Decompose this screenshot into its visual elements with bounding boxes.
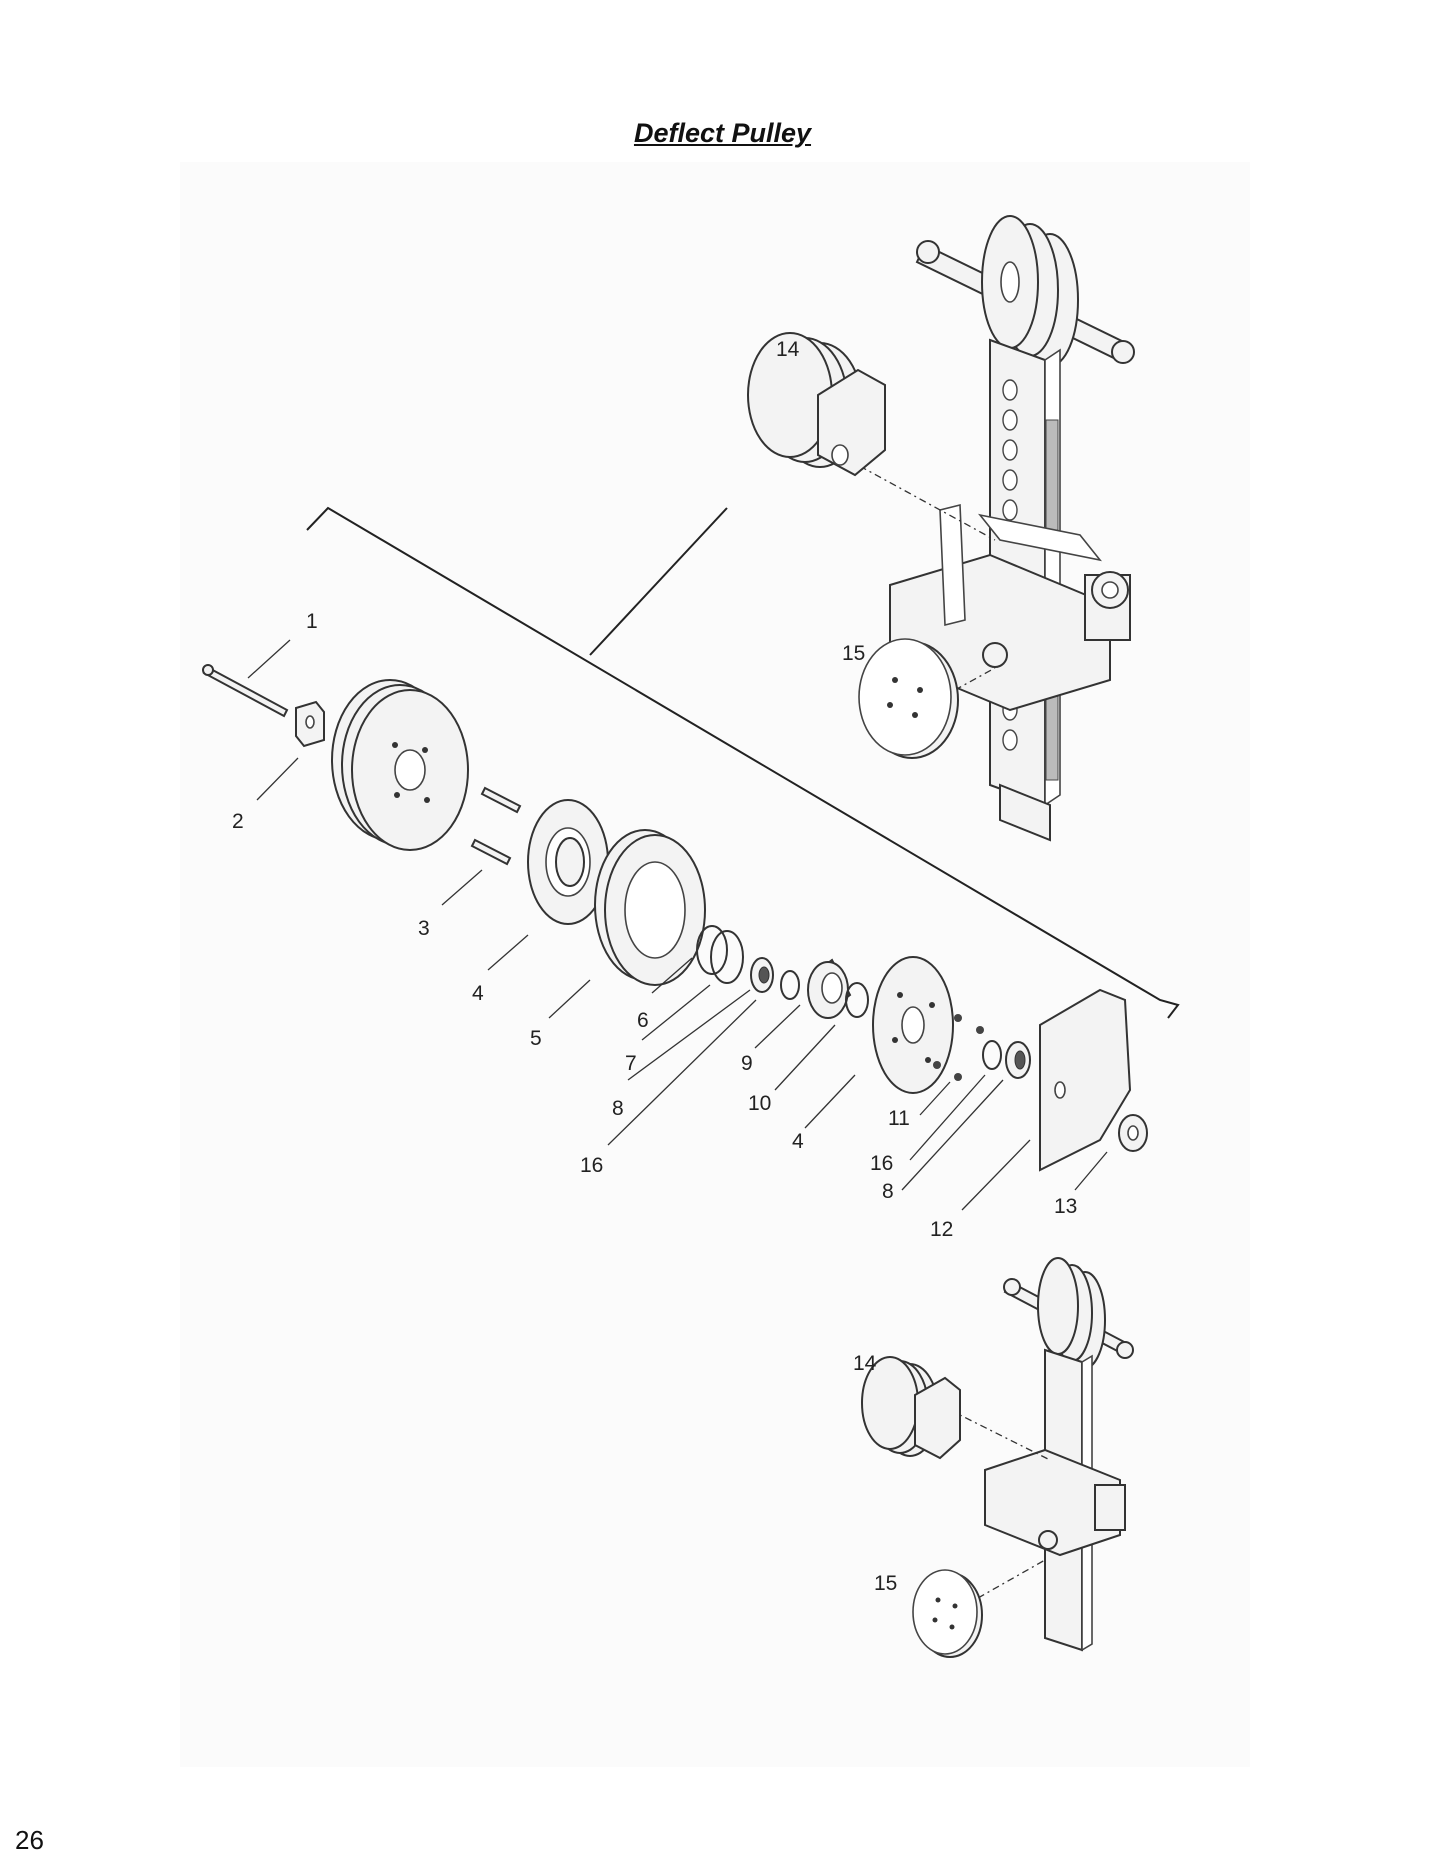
callout-8: 8	[612, 1097, 624, 1120]
callout-15b: 15	[874, 1572, 897, 1595]
callout-14: 14	[776, 338, 800, 361]
callout-10: 10	[748, 1092, 771, 1115]
part-5-pulley-ring	[594, 829, 706, 986]
part-9-clip	[780, 970, 800, 1000]
callout-labels: 1 2 3 4 5 6 7 8 9 10 16 4 11 16 8 12 13 …	[232, 338, 1077, 1595]
callout-13: 13	[1054, 1195, 1077, 1218]
callout-16: 16	[580, 1154, 603, 1177]
callout-14b: 14	[853, 1352, 877, 1375]
assembly-bracket	[306, 506, 1180, 1019]
callout-2: 2	[232, 810, 244, 833]
callout-5: 5	[530, 1027, 542, 1050]
part-13-washer	[1118, 1114, 1148, 1152]
lower-pulley-14	[861, 1356, 961, 1460]
part-10-bushing	[807, 958, 852, 1019]
callout-15: 15	[842, 642, 865, 665]
part-7-ring	[710, 930, 744, 984]
part-1-pin	[202, 665, 289, 718]
callout-8b: 8	[882, 1180, 894, 1203]
part-4-flange	[527, 799, 609, 925]
part-16-bearing	[1005, 1041, 1031, 1079]
part-4-plate	[872, 956, 954, 1094]
lower-mast-assembly	[861, 1257, 1134, 1658]
callout-4: 4	[472, 982, 484, 1005]
callout-6: 6	[637, 1009, 649, 1032]
upper-pulley-15	[858, 638, 959, 759]
callout-1: 1	[306, 610, 318, 633]
part-12-side-plate	[1039, 988, 1132, 1172]
part-6-ring	[696, 925, 728, 975]
leader-lines	[247, 639, 1108, 1211]
part-3-bolts	[470, 786, 522, 866]
part-11-nuts	[933, 1014, 984, 1081]
upper-pulley-14	[747, 332, 886, 477]
callout-11: 11	[888, 1107, 910, 1130]
lower-pulley-15	[912, 1569, 983, 1658]
part-8-bearing	[750, 957, 774, 993]
callout-12: 12	[930, 1218, 953, 1241]
exploded-parts	[202, 664, 1148, 1172]
page-number: 26	[15, 1825, 44, 1855]
upper-top-axle	[915, 215, 1135, 367]
part-main-pulley	[331, 679, 469, 851]
callout-3: 3	[418, 917, 430, 940]
upper-mast-assembly	[747, 215, 1135, 842]
page-title: Deflect Pulley	[633, 118, 812, 148]
callout-7: 7	[625, 1052, 637, 1075]
callout-4b: 4	[792, 1130, 804, 1153]
callout-9: 9	[741, 1052, 753, 1075]
callout-16b: 16	[870, 1152, 893, 1175]
